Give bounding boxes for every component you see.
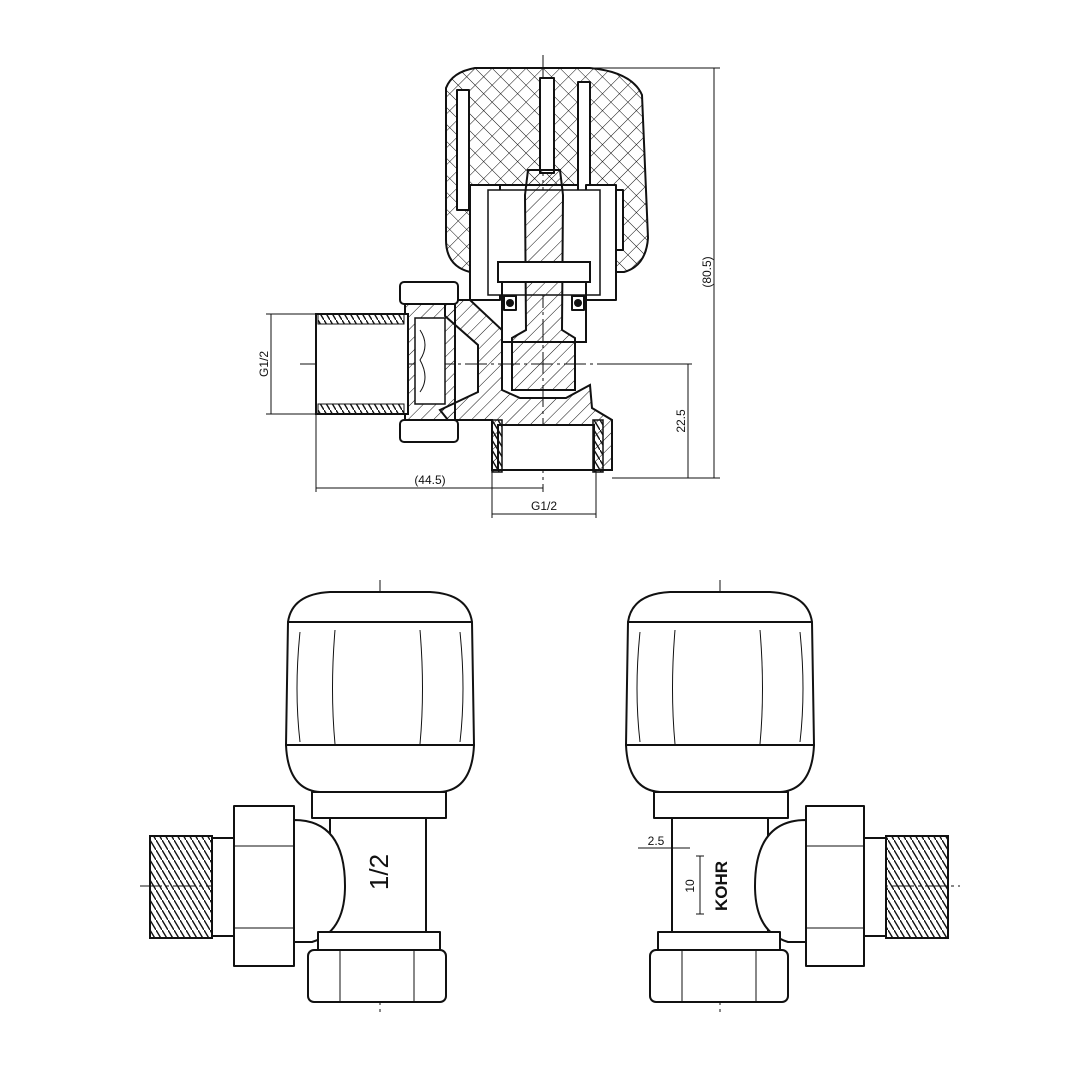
- back-bottom-nut: [649, 931, 789, 1003]
- dim-bottom-thread-label: G1/2: [531, 499, 557, 513]
- dimension-center-height: 22.5: [600, 363, 692, 478]
- back-view: KOHR 2.5 10: [625, 580, 960, 1012]
- front-body-marking: 1/2: [364, 854, 394, 890]
- back-union-nut: [805, 805, 865, 967]
- back-dimension-offset: 2.5: [638, 834, 690, 849]
- dim-length-label: (44.5): [414, 473, 445, 487]
- dim-width-label: 10: [683, 879, 697, 893]
- tailpiece-section: [315, 313, 409, 415]
- bonnet: [497, 261, 591, 343]
- front-handwheel: [285, 591, 475, 793]
- dimension-side-thread: G1/2: [257, 313, 316, 415]
- front-bottom-nut: [307, 931, 447, 1003]
- dimension-length: (44.5): [315, 414, 543, 492]
- front-view: 1/2: [140, 580, 475, 1012]
- back-bonnet: [653, 791, 789, 819]
- back-brand-marking: KOHR: [712, 861, 731, 911]
- section-view: (80.5) 22.5 G1/2 (44.5) G1/2: [257, 55, 720, 518]
- front-tail-thread: [149, 835, 235, 939]
- dimension-height: (80.5): [590, 67, 720, 479]
- union-nut-section: [399, 281, 459, 443]
- front-body: 1/2: [293, 817, 427, 943]
- dim-height-label: (80.5): [700, 256, 714, 287]
- dim-side-thread-label: G1/2: [257, 351, 271, 377]
- handwheel-section: [445, 67, 650, 301]
- back-dimension-width: 10: [683, 855, 704, 915]
- front-union-nut: [233, 805, 295, 967]
- dimension-bottom-thread: G1/2: [491, 470, 597, 518]
- back-tail-thread: [863, 835, 949, 939]
- back-handwheel: [625, 591, 815, 793]
- front-bonnet: [311, 791, 447, 819]
- dim-center-label: 22.5: [674, 409, 688, 433]
- back-body: KOHR: [671, 817, 807, 943]
- dim-offset-label: 2.5: [648, 834, 665, 848]
